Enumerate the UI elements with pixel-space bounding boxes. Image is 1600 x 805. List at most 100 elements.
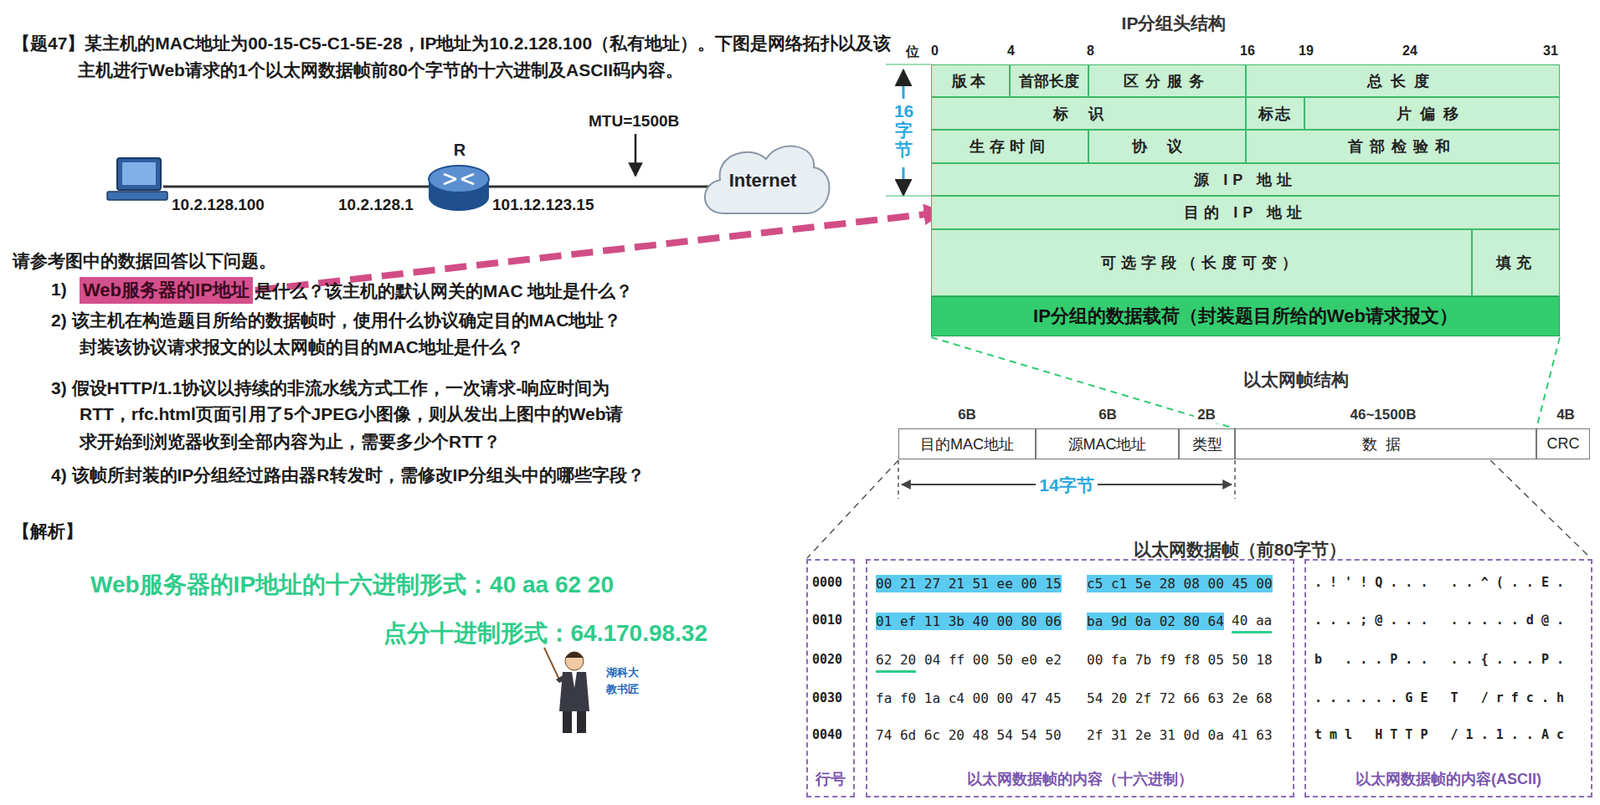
tick-line	[897, 460, 900, 500]
hex-bytes: 54 20 2f 72 66 63 2e 68	[1086, 690, 1273, 707]
text-label: IP分组头结构	[1121, 11, 1227, 36]
text-label: 点分十进制形式：64.170.98.32	[383, 617, 709, 650]
pointer-arrow	[255, 212, 942, 291]
frame-field: 数据	[1234, 428, 1537, 460]
header-field: 标志	[1245, 97, 1305, 130]
field-label: 数据	[1362, 434, 1410, 455]
dump-panel: 以太网数据帧的内容（十六进制）	[865, 559, 1295, 798]
field-label: 版本	[951, 71, 989, 92]
text-label: 2) 该主机在构造题目所给的数据帧时，使用什么协议确定目的MAC地址？	[51, 308, 622, 333]
field-label: 区分服务	[1123, 71, 1211, 92]
ascii-text: t m l H T T P / 1 . 1 . . A c	[1314, 727, 1564, 743]
header-field: 协议	[1088, 129, 1246, 164]
hex-bytes: fa f0 1a c4 00 00 47 45	[875, 690, 1062, 707]
zoom-line	[807, 460, 899, 559]
hex-bytes: 2f 31 2e 31 0d 0a 41 63	[1086, 727, 1273, 744]
hex-bytes: 00 fa 7b f9 f8 05 50 18	[1086, 652, 1273, 669]
size-arrow	[902, 167, 906, 196]
field-label: 目的MAC地址	[920, 434, 1014, 455]
ascii-text: . . . ; @ . . . . . . . . d @ .	[1314, 612, 1564, 628]
field-label: 源MAC地址	[1068, 434, 1148, 455]
text-label: 教书匠	[606, 682, 639, 698]
header-field: 总长度	[1245, 64, 1561, 98]
row-number: 0030	[812, 690, 843, 706]
field-label: 片偏移	[1396, 103, 1467, 124]
field-label: 标识	[1053, 103, 1124, 124]
field-label: 源 IP 地址	[1193, 169, 1297, 191]
ascii-text: b . . . P . . . . { . . . P .	[1314, 652, 1564, 668]
text-label: 10.2.128.100	[171, 195, 265, 215]
hex-bytes: 62 20	[875, 652, 916, 674]
ascii-text: . . . . . . G E T / r f c . h	[1314, 690, 1564, 706]
field-label: 可选字段（长度可变）	[1100, 252, 1302, 273]
zoom-line	[1490, 460, 1591, 559]
hex-bytes: 04 ff 00 50 e0 e2	[924, 652, 1062, 669]
hex-bytes: ba 9d 0a 02 80 64	[1086, 612, 1225, 631]
frame-field: 类型	[1178, 428, 1235, 460]
text-label: 4) 该帧所封装的IP分组经过路由器R转发时，需修改IP分组头中的哪些字段？	[51, 463, 645, 488]
router-icon	[428, 165, 489, 211]
frame-field: 源MAC地址	[1035, 428, 1179, 460]
field-label: 目的 IP 地址	[1183, 202, 1307, 223]
text-label: 湖科大	[606, 665, 639, 681]
text-label: 封装该协议请求报文的以太网帧的目的MAC地址是什么？	[79, 335, 525, 360]
text-label: 3) 假设HTTP/1.1协议以持续的非流水线方式工作，一次请求-响应时间为	[51, 376, 610, 401]
field-label: 总长度	[1367, 71, 1438, 92]
text-label: 14字节	[1035, 473, 1097, 498]
teacher-figure	[544, 648, 590, 734]
text-label: 是什么？该主机的默认网关的MAC 地址是什么？	[254, 279, 634, 304]
text-label: 16字节	[893, 101, 915, 160]
hex-bytes: c5 c1 5e 28 08 00 45 00	[1086, 575, 1273, 593]
header-field: 首部检验和	[1245, 129, 1561, 164]
text-label: 31	[1543, 43, 1559, 59]
field-label: 生存时间	[969, 136, 1050, 157]
field-label: Web服务器的IP地址	[82, 277, 250, 304]
text-label: 101.12.123.15	[492, 195, 595, 215]
field-label: R	[453, 140, 466, 160]
text-label: 位	[905, 43, 920, 62]
text-label: 6B	[1095, 406, 1121, 424]
internet-cloud	[704, 146, 830, 214]
text-label: 4B	[1553, 406, 1579, 424]
text-label: Web服务器的IP地址的十六进制形式：40 aa 62 20	[90, 569, 614, 602]
field-label: 以太网数据帧的内容(ASCII)	[1355, 769, 1542, 790]
size-arrow	[902, 70, 906, 99]
field-label: Internet	[729, 169, 798, 192]
field-label: 协议	[1131, 136, 1203, 157]
encapsulation-line	[931, 337, 1235, 429]
text-label: 16	[1239, 43, 1256, 59]
hex-bytes: 74 6d 6c 20 48 54 54 50	[875, 727, 1062, 744]
text-label: 46~1500B	[1350, 406, 1417, 424]
text-label: 以太网帧结构	[1243, 368, 1349, 392]
text-label: 【解析】	[12, 519, 83, 544]
text-label: 4	[1007, 43, 1015, 59]
hex-bytes: 00 21 27 21 51 ee 00 15	[875, 575, 1062, 593]
text-label: 求开始到浏览器收到全部内容为止，需要多少个RTT？	[79, 430, 501, 454]
dump-panel: 以太网数据帧的内容(ASCII)	[1304, 559, 1593, 798]
header-field: 目的 IP 地址	[931, 195, 1560, 230]
mtu-arrow	[634, 133, 638, 176]
row-number: 0010	[812, 612, 843, 628]
header-field: 版本	[931, 64, 1010, 98]
frame-field: CRC	[1536, 428, 1590, 460]
field-label: 标志	[1258, 103, 1292, 124]
host-computer	[107, 158, 168, 201]
header-field: IP分组的数据载荷（封装题目所给的Web请求报文）	[931, 296, 1560, 337]
field-label: 首部长度	[1018, 71, 1080, 92]
header-field: 可选字段（长度可变）	[931, 229, 1472, 297]
text-label: MTU=1500B	[588, 112, 680, 131]
header-field: 片偏移	[1304, 97, 1560, 130]
router-node: R	[427, 140, 493, 165]
text-label: 1)	[51, 279, 67, 300]
field-label: IP分组的数据载荷（封装题目所给的Web请求报文）	[1033, 303, 1458, 330]
hex-bytes: 40 aa	[1231, 612, 1272, 634]
row-number: 0000	[812, 575, 843, 591]
header-field: 标识	[931, 97, 1246, 130]
header-field: 生存时间	[931, 129, 1089, 164]
table-margin	[885, 64, 932, 66]
row-number: 0040	[812, 727, 843, 743]
frame-field: 目的MAC地址	[898, 428, 1036, 460]
text-label: 19	[1298, 43, 1314, 59]
highlight-box: Web服务器的IP地址	[79, 277, 253, 304]
